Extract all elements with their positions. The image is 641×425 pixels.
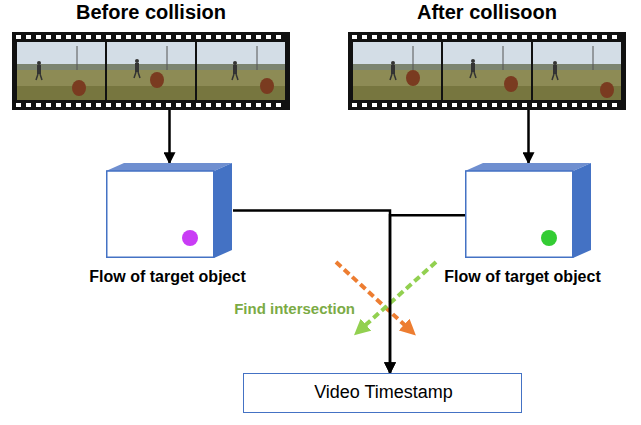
flow-box: Flow of target object bbox=[75, 163, 260, 291]
film-strip-picture bbox=[348, 32, 626, 110]
film-heading: After collisoon bbox=[417, 1, 557, 24]
flow-box-shape bbox=[106, 163, 233, 258]
flow-dot bbox=[182, 230, 198, 246]
step-label: Find intersection bbox=[234, 300, 355, 317]
film-strip: Before collision bbox=[12, 0, 290, 112]
flow-box: Flow of target object bbox=[430, 163, 615, 291]
film-heading: Before collision bbox=[76, 1, 226, 24]
box-label: Flow of target object bbox=[444, 268, 600, 286]
flow-dot bbox=[541, 230, 557, 246]
film-strip-picture bbox=[12, 32, 290, 110]
film-strip: After collisoon bbox=[348, 0, 626, 112]
flow-box-shape bbox=[465, 163, 592, 258]
green-dashed-arrow bbox=[360, 262, 436, 330]
flow-arrow bbox=[527, 110, 530, 163]
box-label: Flow of target object bbox=[89, 268, 245, 286]
flow-arrow bbox=[168, 110, 171, 163]
process-box: Video Timestamp bbox=[243, 373, 522, 413]
box-text: Video Timestamp bbox=[314, 382, 453, 403]
flow-arrow bbox=[233, 211, 390, 374]
flow-arrow bbox=[390, 215, 465, 373]
